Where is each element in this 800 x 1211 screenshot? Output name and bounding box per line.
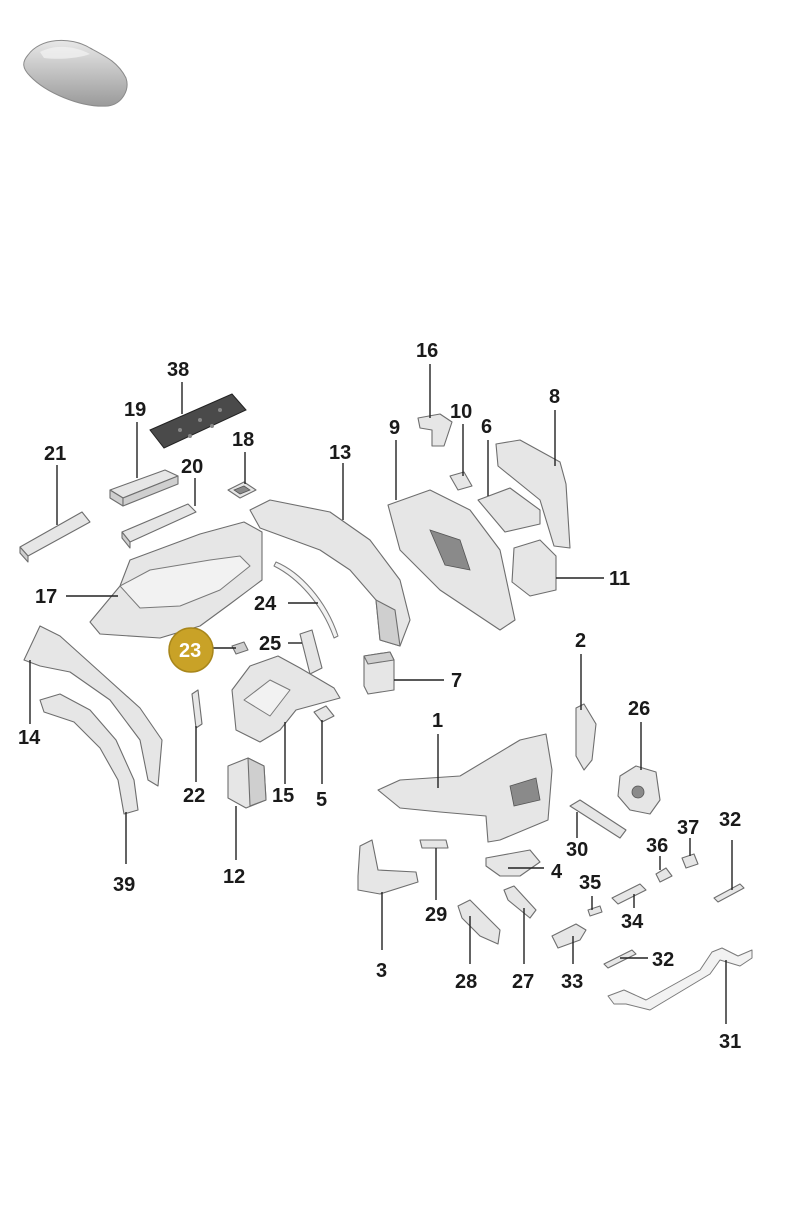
part-19-block[interactable] — [109, 469, 179, 507]
part-1-rear-insulation[interactable] — [377, 733, 553, 843]
label-29[interactable]: 29 — [425, 904, 447, 926]
label-1[interactable]: 1 — [432, 710, 443, 732]
label-32-upper[interactable]: 32 — [719, 809, 741, 831]
label-31[interactable]: 31 — [719, 1031, 741, 1053]
part-39-arch-strip[interactable] — [39, 693, 139, 815]
part-22-pad[interactable] — [191, 689, 203, 729]
part-16-bracket[interactable] — [417, 413, 453, 447]
part-13-wheel-arch-insulation[interactable] — [249, 499, 411, 647]
label-19[interactable]: 19 — [124, 399, 146, 421]
label-35[interactable]: 35 — [579, 872, 601, 894]
part-30-strip[interactable] — [569, 799, 627, 839]
label-7[interactable]: 7 — [451, 670, 462, 692]
label-17[interactable]: 17 — [35, 586, 57, 608]
part-12-block[interactable] — [227, 757, 267, 809]
label-38[interactable]: 38 — [167, 359, 189, 381]
label-33[interactable]: 33 — [561, 971, 583, 993]
part-26-mount[interactable] — [617, 765, 661, 815]
part-21-strip[interactable] — [19, 511, 91, 563]
highlight-marker-23[interactable] — [168, 627, 214, 673]
part-14-arch-liner[interactable] — [23, 625, 163, 787]
part-15-insulation[interactable] — [231, 655, 341, 743]
part-8-panel[interactable] — [495, 439, 571, 549]
label-21[interactable]: 21 — [44, 443, 66, 465]
label-26[interactable]: 26 — [628, 698, 650, 720]
part-34-strip[interactable] — [611, 883, 647, 905]
part-27-bracket[interactable] — [503, 885, 537, 919]
label-12[interactable]: 12 — [223, 866, 245, 888]
part-24-strip[interactable] — [273, 561, 339, 639]
label-34[interactable]: 34 — [621, 911, 644, 933]
part-6-wedge[interactable] — [477, 487, 541, 533]
part-11-box[interactable] — [511, 539, 557, 597]
label-37[interactable]: 37 — [677, 817, 699, 839]
label-13[interactable]: 13 — [329, 442, 351, 464]
part-4-bracket[interactable] — [485, 849, 541, 877]
label-28[interactable]: 28 — [455, 971, 477, 993]
label-23[interactable]: 23 — [179, 640, 201, 662]
part-37-clip[interactable] — [681, 853, 699, 869]
part-28-bracket[interactable] — [457, 899, 501, 945]
part-7-block[interactable] — [363, 651, 395, 695]
label-10[interactable]: 10 — [450, 401, 472, 423]
leader-lines — [29, 364, 733, 1024]
part-2-bracket[interactable] — [575, 703, 597, 771]
label-20[interactable]: 20 — [181, 456, 203, 478]
label-11[interactable]: 11 — [609, 568, 630, 590]
part-10-pad[interactable] — [449, 471, 473, 491]
part-25-pad[interactable] — [299, 629, 323, 675]
part-31-frame[interactable] — [607, 947, 753, 1011]
part-33-block[interactable] — [551, 923, 587, 949]
label-32-lower[interactable]: 32 — [652, 949, 674, 971]
part-36-clip[interactable] — [655, 867, 673, 883]
label-15[interactable]: 15 — [272, 785, 294, 807]
part-5-block[interactable] — [313, 705, 335, 723]
part-23-clip[interactable] — [231, 641, 249, 655]
part-18-ring[interactable] — [227, 481, 257, 499]
label-3[interactable]: 3 — [376, 960, 387, 982]
part-20-strip[interactable] — [121, 503, 197, 549]
label-16[interactable]: 16 — [416, 340, 438, 362]
label-2[interactable]: 2 — [575, 630, 586, 652]
label-27[interactable]: 27 — [512, 971, 534, 993]
car-thumbnail-icon — [23, 39, 128, 107]
part-9-side-panel[interactable] — [387, 489, 516, 631]
label-9[interactable]: 9 — [389, 417, 400, 439]
part-29-strip[interactable] — [419, 839, 449, 849]
part-38-mat[interactable] — [149, 393, 247, 449]
label-25[interactable]: 25 — [259, 633, 281, 655]
label-5[interactable]: 5 — [316, 789, 327, 811]
label-14[interactable]: 14 — [18, 727, 41, 749]
part-3-bracket[interactable] — [357, 839, 419, 895]
label-18[interactable]: 18 — [232, 429, 254, 451]
label-24[interactable]: 24 — [254, 593, 277, 615]
label-36[interactable]: 36 — [646, 835, 668, 857]
label-8[interactable]: 8 — [549, 386, 560, 408]
part-17-floor-insulation[interactable] — [89, 521, 263, 639]
label-4[interactable]: 4 — [551, 861, 563, 883]
label-6[interactable]: 6 — [481, 416, 492, 438]
part-32-strip-lower[interactable] — [603, 949, 637, 969]
label-22[interactable]: 22 — [183, 785, 205, 807]
label-30[interactable]: 30 — [566, 839, 588, 861]
part-35-clip[interactable] — [587, 905, 603, 917]
callout-labels: 38 19 21 18 20 13 16 10 9 6 8 11 17 24 2… — [18, 340, 741, 1053]
part-32-strip-upper[interactable] — [713, 883, 745, 903]
label-39[interactable]: 39 — [113, 874, 135, 896]
